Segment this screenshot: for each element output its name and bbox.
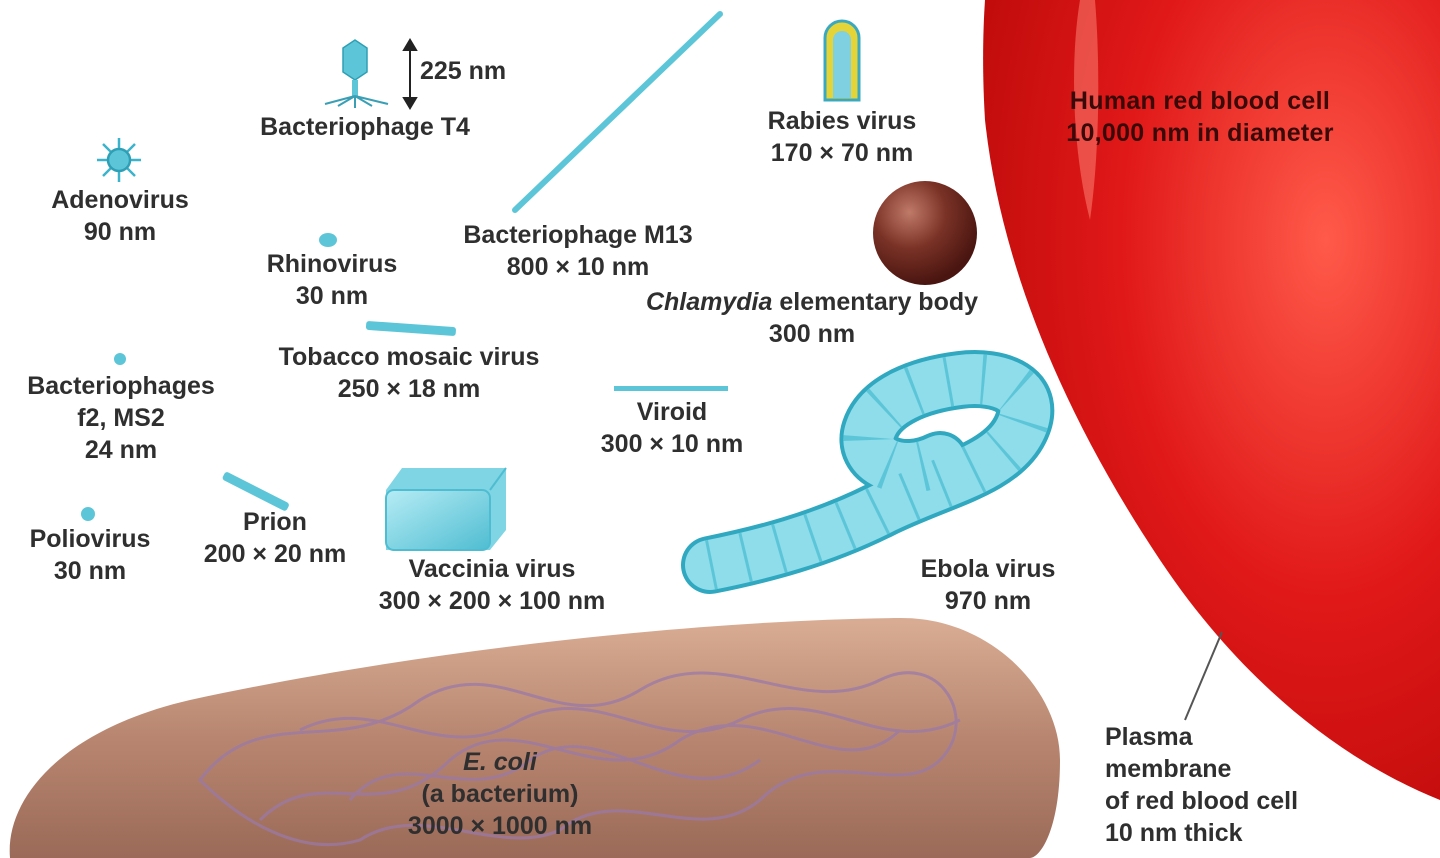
- label-membrane: Plasma membrane of red blood cell 10 nm …: [1105, 721, 1298, 849]
- label-ebola-name: Ebola virus: [920, 555, 1056, 583]
- label-m13-name: Bacteriophage M13: [463, 221, 693, 249]
- red-blood-cell-highlight: [1074, 0, 1099, 220]
- label-phages-size: 24 nm: [84, 436, 158, 464]
- bacteriophage-m13-shape: [512, 11, 723, 213]
- label-tmv-name: Tobacco mosaic virus: [278, 343, 540, 371]
- label-ebola-size: 970 nm: [944, 587, 1032, 615]
- label-phages-name2: f2, MS2: [77, 404, 165, 432]
- label-vaccinia-size: 300 × 200 × 100 nm: [378, 587, 606, 615]
- vaccinia-shape: [385, 467, 507, 551]
- label-adenovirus-size: 90 nm: [83, 218, 157, 246]
- label-bacteriophage-m13: Bacteriophage M13 800 × 10 nm: [463, 219, 692, 283]
- ebola-shape: [681, 350, 1055, 594]
- phage-f2-shape: [114, 353, 126, 365]
- label-ebola: Ebola virus 970 nm: [921, 553, 1056, 617]
- red-blood-cell: [983, 0, 1440, 800]
- label-poliovirus-name: Poliovirus: [29, 525, 151, 553]
- label-prion-size: 200 × 20 nm: [203, 540, 347, 568]
- viroid-shape: [614, 386, 728, 391]
- label-viroid-size: 300 × 10 nm: [600, 430, 744, 458]
- label-t4-scale-value: 225 nm: [420, 57, 507, 85]
- label-poliovirus-size: 30 nm: [53, 557, 127, 585]
- label-bacteriophage-t4-name: Bacteriophage T4: [260, 113, 470, 141]
- prion-shape: [222, 472, 289, 511]
- bacteriophage-t4-shape: [324, 39, 389, 108]
- label-poliovirus: Poliovirus 30 nm: [30, 523, 151, 587]
- label-phages-name: Bacteriophages: [27, 372, 215, 400]
- label-chlamydia: Chlamydia elementary body 300 nm: [646, 286, 978, 350]
- label-tmv-size: 250 × 18 nm: [337, 375, 481, 403]
- label-vaccinia: Vaccinia virus 300 × 200 × 100 nm: [379, 553, 606, 617]
- label-rbc-name: Human red blood cell: [1069, 87, 1331, 115]
- label-ecoli: E. coli (a bacterium) 3000 × 1000 nm: [408, 746, 592, 842]
- label-rhinovirus: Rhinovirus 30 nm: [267, 248, 398, 312]
- label-chlamydia-name: Chlamydia elementary body: [646, 286, 978, 318]
- label-membrane-line4: 10 nm thick: [1105, 819, 1243, 847]
- label-adenovirus-name: Adenovirus: [51, 186, 189, 214]
- ecoli-bacterium: [9, 617, 1060, 858]
- label-membrane-line2: membrane: [1105, 755, 1232, 783]
- t4-scale-arrow: [402, 38, 418, 110]
- label-rhinovirus-name: Rhinovirus: [266, 250, 398, 278]
- tmv-shape: [365, 321, 456, 336]
- rabies-virus-core: [833, 31, 851, 98]
- label-m13-size: 800 × 10 nm: [506, 253, 650, 281]
- label-membrane-line3: of red blood cell: [1105, 787, 1299, 815]
- label-rabies-name: Rabies virus: [767, 107, 917, 135]
- membrane-pointer-line: [1184, 631, 1223, 721]
- label-rbc-size: 10,000 nm in diameter: [1066, 119, 1334, 147]
- adenovirus-shape: [97, 138, 141, 182]
- chlamydia-sphere: [873, 181, 977, 285]
- rhinovirus-shape: [319, 233, 337, 247]
- label-viroid-name: Viroid: [636, 398, 708, 426]
- label-bacteriophage-t4: Bacteriophage T4: [260, 111, 470, 143]
- label-rhinovirus-size: 30 nm: [295, 282, 369, 310]
- label-rabies-size: 170 × 70 nm: [770, 139, 914, 167]
- ecoli-dna-tangle: [198, 671, 961, 846]
- label-rabies: Rabies virus 170 × 70 nm: [768, 105, 917, 169]
- label-chlamydia-size: 300 nm: [768, 320, 856, 348]
- label-prion: Prion 200 × 20 nm: [204, 506, 346, 570]
- label-chlamydia-rest: elementary body: [772, 288, 979, 316]
- label-chlamydia-italic: Chlamydia: [645, 288, 773, 316]
- label-red-blood-cell: Human red blood cell 10,000 nm in diamet…: [1066, 85, 1334, 149]
- label-prion-name: Prion: [243, 508, 307, 536]
- poliovirus-shape: [81, 507, 95, 521]
- label-vaccinia-name: Vaccinia virus: [408, 555, 576, 583]
- label-adenovirus: Adenovirus 90 nm: [51, 184, 189, 248]
- label-t4-scale: 225 nm: [420, 55, 506, 87]
- label-viroid: Viroid 300 × 10 nm: [601, 396, 743, 460]
- label-membrane-line1: Plasma: [1105, 723, 1193, 751]
- label-ecoli-name2: (a bacterium): [421, 780, 579, 808]
- label-ecoli-name: E. coli: [463, 748, 537, 776]
- label-phages-f2: Bacteriophages f2, MS2 24 nm: [27, 370, 215, 466]
- label-ecoli-size: 3000 × 1000 nm: [407, 812, 593, 840]
- label-tmv: Tobacco mosaic virus 250 × 18 nm: [279, 341, 540, 405]
